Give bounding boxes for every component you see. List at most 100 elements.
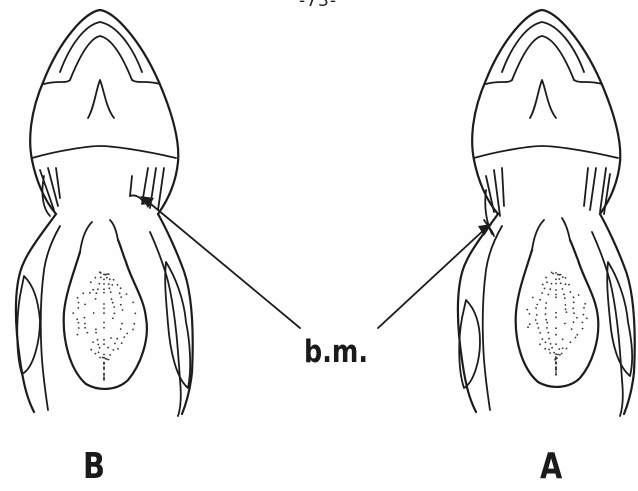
stipple-dot [555,371,557,373]
stipple-dot [529,313,531,315]
stipple-dot [108,273,110,275]
stipple-dot [132,329,134,331]
stipple-dot [120,304,122,306]
stipple-dot [553,352,555,354]
stipple-dot [546,281,548,283]
stipple-dot [90,281,92,283]
stipple-dot [97,288,99,290]
stipple-dot [546,327,548,329]
stipple-dot [116,338,118,340]
stipple-dot [559,354,561,356]
stipple-dot [563,293,565,295]
stipple-dot [96,292,98,294]
stipple-dot [106,277,108,279]
stipple-dot [538,327,540,329]
stipple-dot [566,348,568,350]
pointer-line-to-a [378,228,486,328]
stipple-dot [557,354,559,356]
stipple-dot [555,316,557,318]
stipple-dot [78,327,80,329]
stipple-dot [544,348,546,350]
stipple-dot [582,322,584,324]
stipple-dot [103,343,105,345]
stipple-dot [549,352,551,354]
specimen-a-fin-left [459,300,480,388]
stipple-dot [562,338,564,340]
stipple-dot [103,279,105,281]
stipple-dot [545,341,547,343]
stipple-dot [526,309,528,311]
stipple-dot [93,312,95,314]
stipple-dot [565,308,567,310]
stipple-dot [113,279,115,281]
stipple-dot [555,343,557,345]
pointer-line-to-b [146,200,300,328]
stipple-dot [566,311,568,313]
stipple-dot [536,323,538,325]
stipple-dot [90,349,92,351]
stipple-dot [536,304,538,306]
stipple-dot [103,283,105,285]
stipple-dot [114,343,116,345]
stipple-dot [536,314,538,316]
stipple-dot [529,323,531,325]
stipple-dot [103,303,105,305]
stipple-dot [89,292,91,294]
specimen-b-jaw-line [32,146,176,158]
stipple-dot [565,304,567,306]
stipple-dot [92,289,94,291]
stipple-dot [556,357,558,359]
stipple-dot [112,317,114,319]
stipple-dot [77,334,79,336]
stipple-dot [573,296,575,298]
stipple-dot [97,339,99,341]
stipple-dot [103,312,105,314]
stipple-dot [565,277,567,279]
stipple-dot [103,292,105,294]
stipple-dot [560,282,562,284]
stipple-dot [555,327,557,329]
stipple-dot [555,367,557,369]
stipple-dot [552,273,554,275]
specimen-a-drawing [458,10,635,416]
stipple-dot [542,284,544,286]
stipple-dot [555,294,557,296]
stipple-dot [119,292,121,294]
stipple-dot [555,283,557,285]
stipple-dot [103,322,105,324]
stipple-dot [120,287,122,289]
stipple-dot [78,322,80,324]
stipple-dot [570,341,572,343]
stipple-dot [555,289,557,291]
stipple-dot [544,288,546,290]
stipple-dot [103,357,105,359]
stipple-dot [108,359,110,361]
specimen-b-left-gill [40,168,60,216]
stipple-dot [122,309,124,311]
stipple-dot [548,338,550,340]
stipple-dot [584,303,586,305]
stipple-dot [77,297,79,299]
stipple-dot [555,296,557,298]
stipple-dot [583,307,585,309]
stipple-dot [564,297,566,299]
stipple-dot [126,333,128,335]
stipple-dot [555,278,557,280]
stipple-dot [532,297,534,299]
stipple-dot [109,287,111,289]
stipple-dot [92,341,94,343]
stipple-dot [539,343,541,345]
stipple-dot [133,323,135,325]
stipple-dot [103,376,105,378]
stipple-dot [113,306,115,308]
stipple-dot [562,347,564,349]
stipple-dot [550,343,552,345]
stipple-dot [568,284,570,286]
specimen-b-inner-left [41,226,60,410]
stipple-dot [547,294,549,296]
specimen-a-inner-right [592,232,623,416]
specimen-b-inner-right [150,232,181,416]
stipple-dot [111,298,113,300]
stipple-dot [103,354,105,356]
stipple-dot [112,302,114,304]
